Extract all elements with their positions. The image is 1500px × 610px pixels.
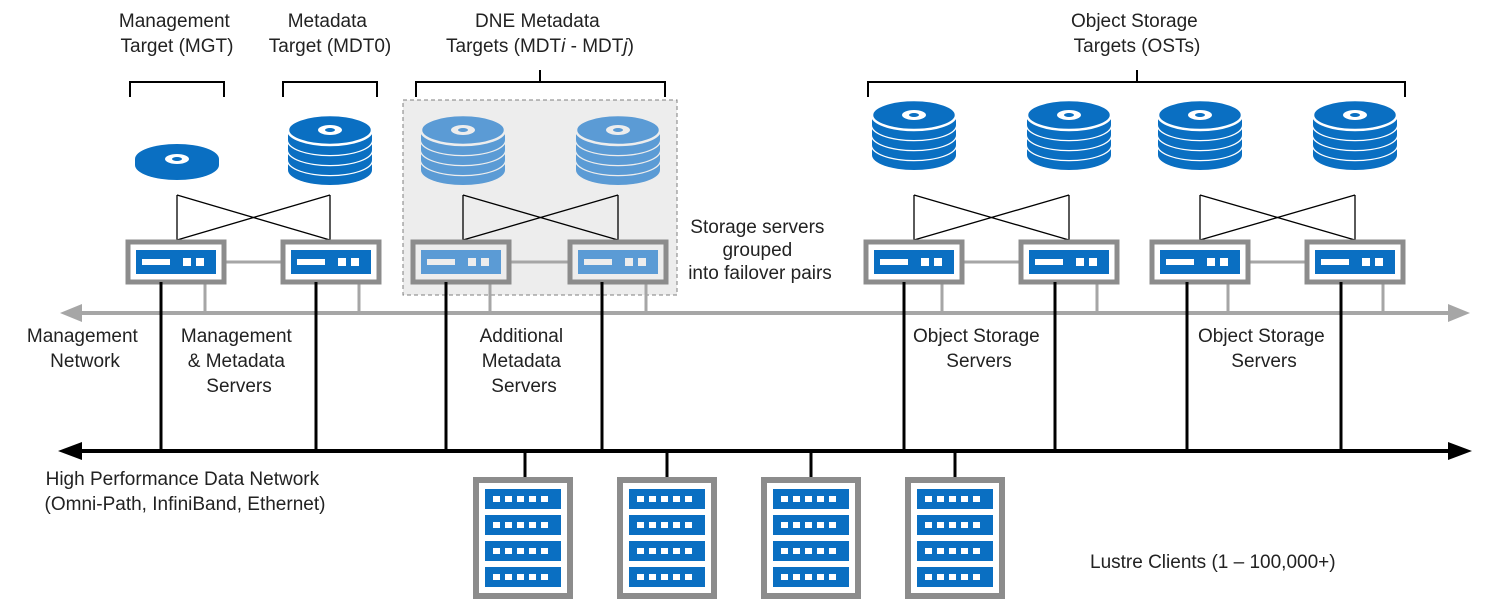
oss-3-server-icon xyxy=(1152,242,1248,282)
oss-1-label: Object Storage Servers xyxy=(913,326,1045,372)
ost-3-disk-stack-icon xyxy=(1156,98,1244,172)
dne-mds-1-server-icon xyxy=(413,242,509,282)
ost-label: Object Storage Targets (OSTs) xyxy=(1071,11,1203,57)
data-network-label: High Performance Data Network (Omni-Path… xyxy=(45,469,326,515)
mds-server-icon xyxy=(283,242,379,282)
mdt-j-disk-stack-icon xyxy=(574,113,662,187)
mgs-server-icon xyxy=(128,242,224,282)
mgmt-network-label: Management Network xyxy=(27,326,143,372)
mdt0-bracket xyxy=(282,81,378,97)
oss-1-server-icon xyxy=(866,242,962,282)
failover-crosslinks xyxy=(176,194,1356,241)
ost-1-disk-stack-icon xyxy=(870,98,958,172)
dne-label: DNE Metadata Targets (MDTi - MDTj) xyxy=(446,11,634,57)
client-rack-icon xyxy=(620,480,714,596)
mdt0-label: Metadata Target (MDT0) xyxy=(269,11,391,57)
mdt-i-disk-stack-icon xyxy=(419,113,507,187)
failover-note: Storage servers grouped into failover pa… xyxy=(688,217,832,284)
client-rack-icon xyxy=(476,480,570,596)
oss-2-server-icon xyxy=(1021,242,1117,282)
oss-4-server-icon xyxy=(1307,242,1403,282)
ost-4-disk-stack-icon xyxy=(1311,98,1399,172)
brackets xyxy=(129,70,1406,97)
ost-bracket xyxy=(867,81,1406,97)
mgmt-metadata-servers-label: Management & Metadata Servers xyxy=(181,326,297,397)
data-network-line xyxy=(58,442,1472,460)
mgt-bracket xyxy=(129,81,225,97)
mdt0-disk-stack-icon xyxy=(286,113,374,187)
ost-2-disk-stack-icon xyxy=(1025,98,1113,172)
dne-bracket xyxy=(415,81,666,97)
client-rack-icon xyxy=(764,480,858,596)
clients-label: Lustre Clients (1 – 100,000+) xyxy=(1090,552,1336,573)
additional-metadata-servers-label: Additional Metadata Servers xyxy=(480,326,569,397)
mgt-label: Management Target (MGT) xyxy=(119,11,235,57)
management-network-line xyxy=(60,304,1470,322)
mgmt-links xyxy=(203,260,1385,313)
data-links xyxy=(159,282,1343,481)
dne-mds-2-server-icon xyxy=(570,242,666,282)
oss-2-label: Object Storage Servers xyxy=(1198,326,1330,372)
mgt-disk-icon xyxy=(133,144,221,182)
client-rack-icon xyxy=(908,480,1002,596)
